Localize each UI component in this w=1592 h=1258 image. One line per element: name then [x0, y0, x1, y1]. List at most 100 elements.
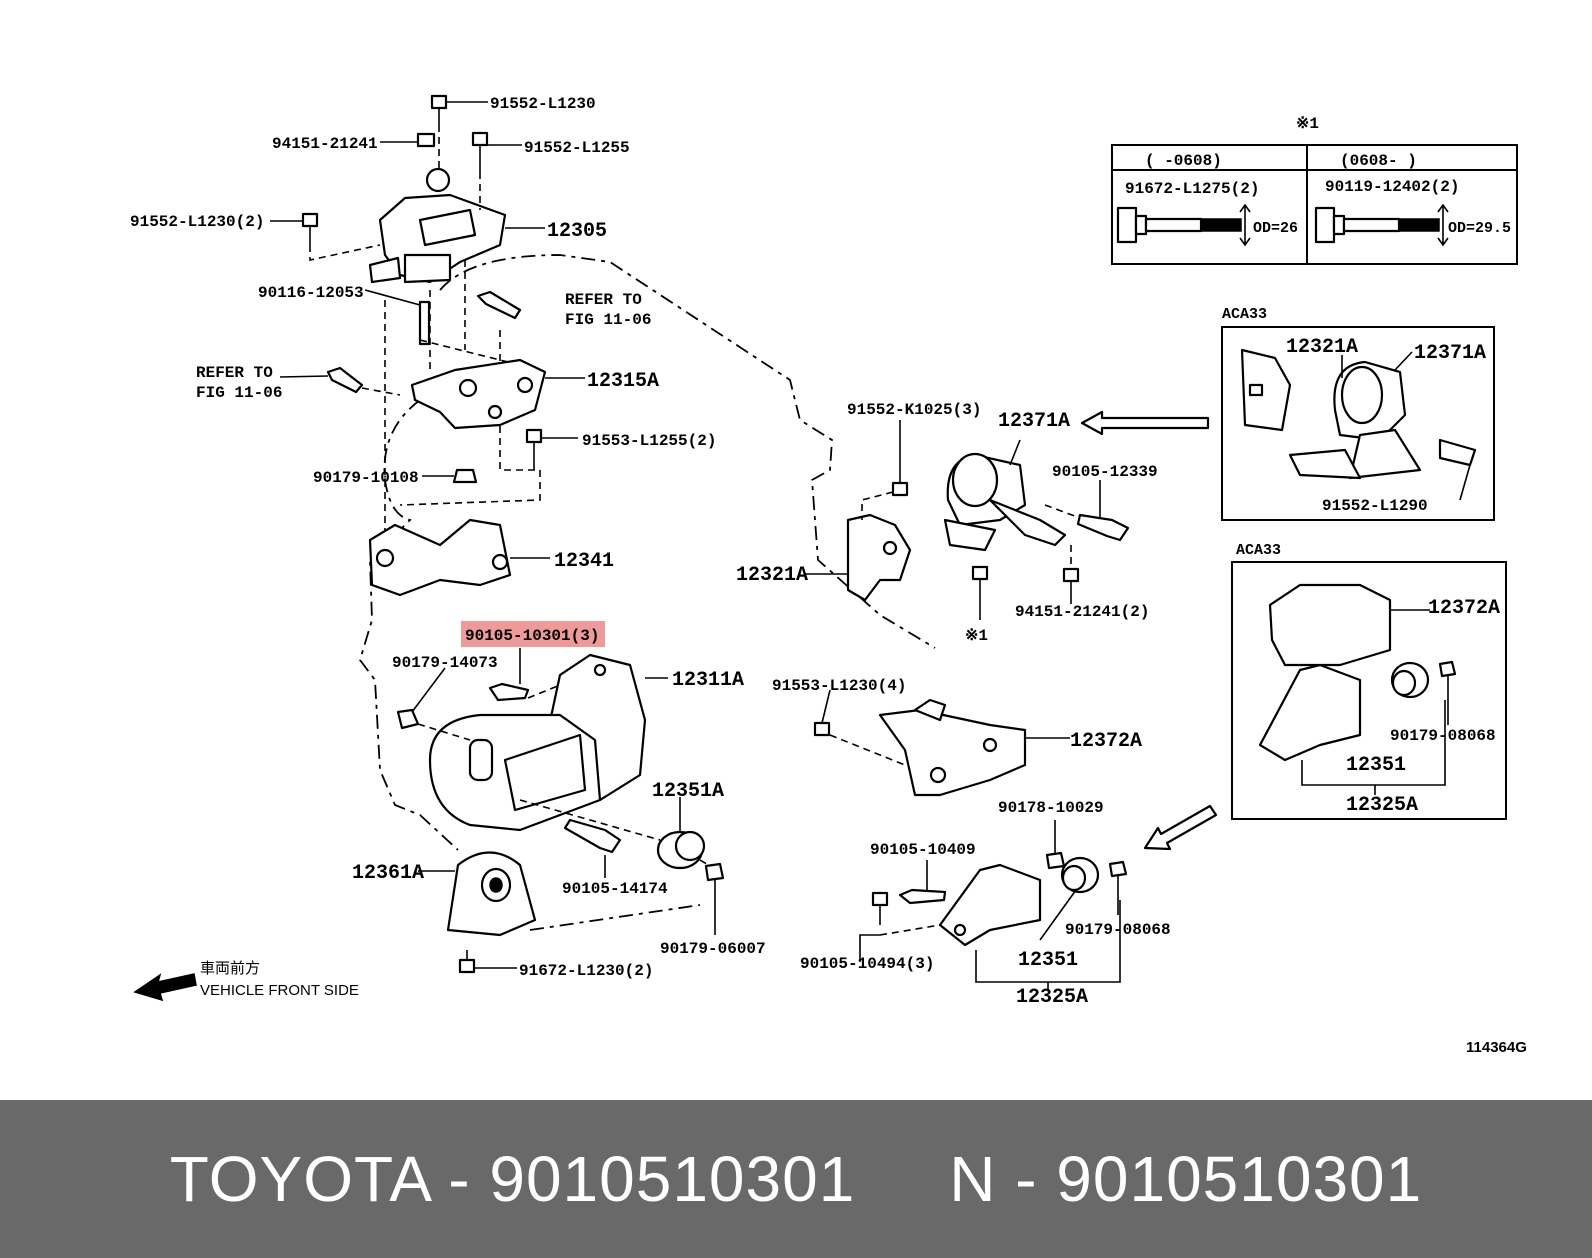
bracket-12321A [846, 513, 912, 602]
label-fig-a: FIG 11-06 [565, 311, 651, 329]
label-12361A: 12361A [352, 862, 424, 885]
bracket-plate [428, 713, 602, 832]
label-refer-to-a: REFER TO [565, 291, 642, 309]
label-12311A: 12311A [672, 669, 744, 692]
inset2-arrow-icon [1143, 804, 1218, 851]
bracket-12341 [368, 518, 512, 597]
label-col-a-part: 91672-L1275(2) [1125, 180, 1259, 198]
label-inset2-90179-08068: 90179-08068 [1390, 727, 1496, 745]
bushing-12351A [656, 830, 706, 870]
label-90179-14073: 90179-14073 [392, 654, 498, 672]
label-90179-06007: 90179-06007 [660, 940, 766, 958]
bolt-90105-14174 [563, 818, 622, 854]
nut-90178-10029 [1045, 851, 1066, 870]
label-refer-to-b: REFER TO [196, 364, 273, 382]
label-91553-L1255-2: 91553-L1255(2) [582, 432, 716, 450]
label-inset1-title: ACA33 [1222, 306, 1267, 323]
mount-12361A [446, 851, 537, 937]
bolt-91552-K1025 [891, 481, 909, 497]
bolt-91672-L1230-2 [458, 950, 476, 974]
bushing-12351 [1060, 856, 1100, 894]
label-12351: 12351 [1018, 949, 1078, 972]
variant-table [1111, 144, 1518, 265]
bolt-91552-L1230 [430, 94, 448, 125]
bolt-refer-a [476, 290, 522, 320]
nut-94151-21241 [416, 132, 436, 148]
bolt-91552-L1230-2 [301, 212, 319, 245]
label-90105-14174: 90105-14174 [562, 880, 668, 898]
part-number-text: TOYOTA - 9010510301 N - 9010510301 [169, 1143, 1423, 1215]
parts-diagram: 91552-L1230 94151-21241 91552-L1255 9155… [130, 94, 1527, 1056]
mount-12372A [878, 698, 1027, 797]
label-91552-K1025-3: 91552-K1025(3) [847, 401, 981, 419]
label-90116-12053: 90116-12053 [258, 284, 364, 302]
label-col-b-od: OD=29.5 [1448, 220, 1511, 237]
label-fig-code: 114364G [1466, 1039, 1527, 1056]
label-col-a-head: ( -0608) [1145, 152, 1222, 170]
label-90178-10029: 90178-10029 [998, 799, 1104, 817]
label-inset1-12371A: 12371A [1414, 342, 1486, 365]
nut-90179-10108 [452, 468, 478, 484]
mount-12305 [368, 167, 507, 284]
label-12351A: 12351A [652, 780, 724, 803]
bolt-90105-10409 [898, 888, 947, 905]
inset-arrow-icon [1080, 410, 1210, 436]
label-94151-21241: 94151-21241 [272, 135, 378, 153]
label-front-en: VEHICLE FRONT SIDE [200, 982, 359, 999]
label-12341: 12341 [554, 550, 614, 573]
nut-94151-21241-2 [1062, 567, 1080, 583]
label-inset2-12325A: 12325A [1346, 794, 1418, 817]
label-90105-10301-3: 90105-10301(3) [465, 627, 599, 645]
bolt-90105-10494-3 [871, 891, 889, 925]
label-inset1-91552-L1290: 91552-L1290 [1322, 497, 1428, 515]
bolt-note-1 [971, 565, 989, 620]
label-91552-L1230: 91552-L1230 [490, 95, 596, 113]
bracket-12315A [410, 358, 547, 430]
label-90105-12339: 90105-12339 [1052, 463, 1158, 481]
label-90105-10494-3: 90105-10494(3) [800, 955, 934, 973]
bolt-91553-L1230 [813, 721, 831, 737]
bolt-91553-L1255-2 [525, 428, 543, 470]
vehicle-front-arrow-icon [133, 973, 197, 1002]
nut-90179-06007 [704, 862, 725, 882]
nut-90179-14073 [396, 708, 420, 730]
nut-90179-08068 [1108, 860, 1128, 878]
highlight-90105-10301 [461, 621, 605, 647]
bolt-91552-L1255 [471, 131, 489, 172]
label-12325A: 12325A [1016, 986, 1088, 1009]
label-table-note: ※1 [1296, 115, 1319, 133]
label-91552-L1230-2: 91552-L1230(2) [130, 213, 264, 231]
part-number-banner: TOYOTA - 9010510301 N - 9010510301 [0, 1100, 1592, 1258]
label-inset2-12351: 12351 [1346, 754, 1406, 777]
label-12321A: 12321A [736, 564, 808, 587]
inset-aca33-lower [1231, 561, 1507, 820]
label-94151-21241-2: 94151-21241(2) [1015, 603, 1149, 621]
label-90179-10108: 90179-10108 [313, 469, 419, 487]
label-fig-b: FIG 11-06 [196, 384, 282, 402]
label-col-a-od: OD=26 [1253, 220, 1298, 237]
stud-90116-12053 [418, 300, 431, 346]
label-inset2-title: ACA33 [1236, 542, 1281, 559]
engine-outline [439, 254, 936, 649]
label-inset1-12321A: 12321A [1286, 336, 1358, 359]
label-12371A: 12371A [998, 410, 1070, 433]
label-inset2-12372A: 12372A [1428, 597, 1500, 620]
label-90105-10409: 90105-10409 [870, 841, 976, 859]
engine-outline-bottom [529, 904, 701, 931]
label-91552-L1255: 91552-L1255 [524, 139, 630, 157]
label-12305: 12305 [547, 220, 607, 243]
label-note-1: ※1 [965, 627, 988, 645]
label-12315A: 12315A [587, 370, 659, 393]
mount-12371A [943, 452, 1067, 552]
label-col-b-head: (0608- ) [1340, 152, 1417, 170]
inset-aca33-upper [1221, 326, 1495, 521]
bolt-90105-10301 [488, 682, 530, 702]
bolt-refer-b [326, 366, 364, 394]
bracket-12325A [938, 863, 1042, 947]
label-90179-08068: 90179-08068 [1065, 921, 1171, 939]
label-91672-L1230-2: 91672-L1230(2) [519, 962, 653, 980]
label-front-jp: 車両前方 [200, 959, 260, 977]
label-91553-L1230-4: 91553-L1230(4) [772, 677, 906, 695]
bolt-90105-12339 [1076, 513, 1130, 542]
engine-outline-left [359, 399, 459, 851]
